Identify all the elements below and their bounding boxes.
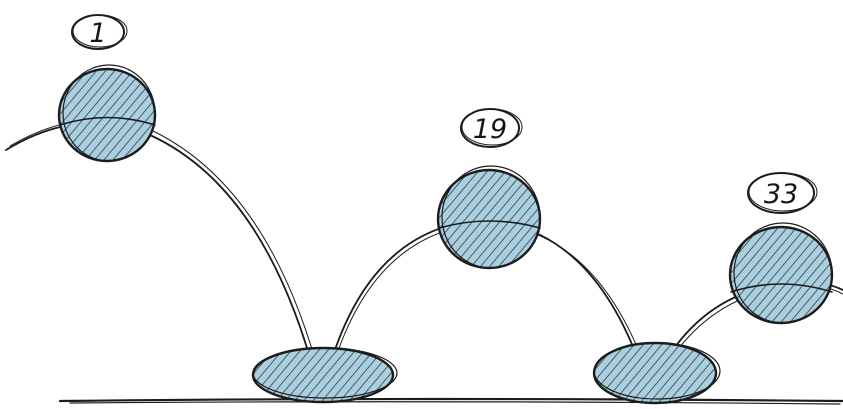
- frame-label-19-badge: 19: [461, 109, 522, 147]
- frame-label-19: 19: [473, 114, 507, 145]
- ball-frame-33: [730, 223, 832, 323]
- ball-frame-19: [438, 166, 540, 268]
- ball-squash-1: [253, 348, 397, 402]
- frame-label-33-badge: 33: [748, 173, 817, 213]
- ball-squash-2: [594, 343, 720, 403]
- frame-label-1-badge: 1: [72, 15, 127, 49]
- frame-label-1: 1: [89, 18, 106, 49]
- ground-line: [60, 399, 843, 404]
- frame-label-33: 33: [764, 179, 798, 210]
- ball-frame-1: [59, 65, 155, 161]
